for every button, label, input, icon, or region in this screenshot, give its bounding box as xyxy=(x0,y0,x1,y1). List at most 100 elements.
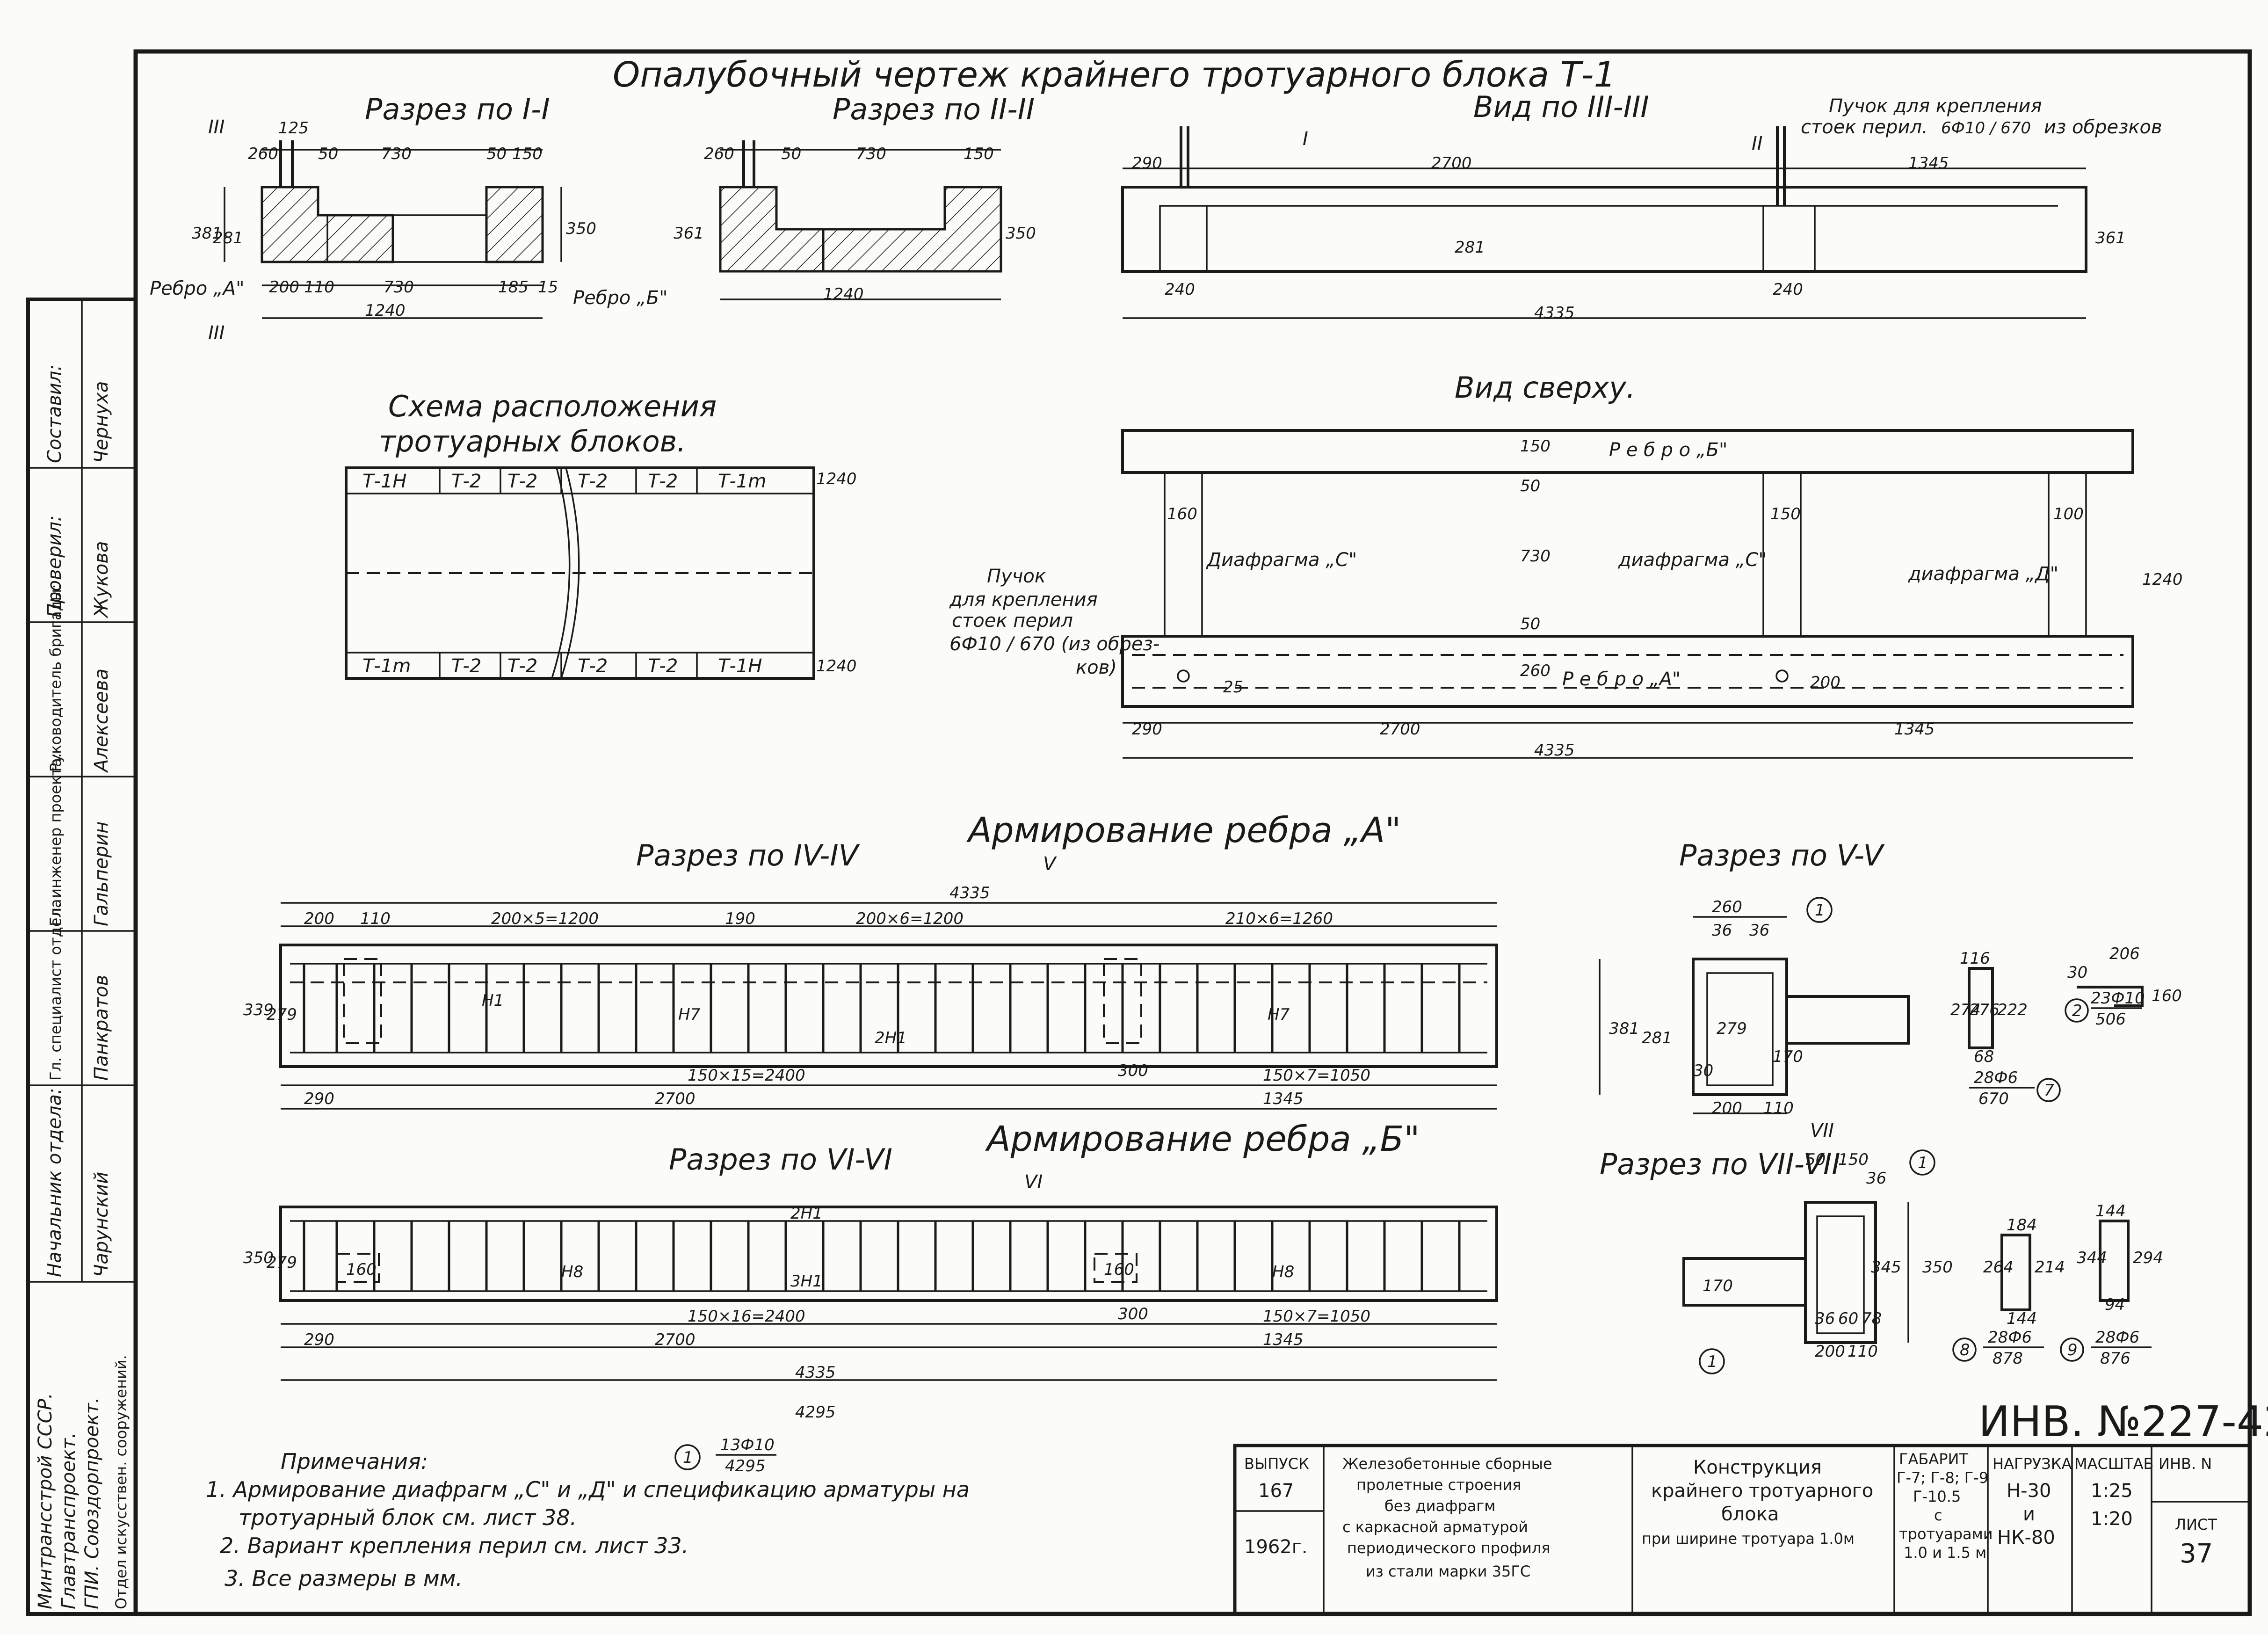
dimt-50a: 50 xyxy=(1520,477,1540,495)
section-1-1: Разрез по I-I 125 260 50 730 50 150 381 … xyxy=(150,92,668,344)
arm-b-s2: 150×7=1050 xyxy=(1263,1307,1370,1326)
tb-name-2: крайнего тротуарного xyxy=(1651,1480,1873,1502)
dim-281: 281 xyxy=(213,229,243,247)
dimt-4335: 4335 xyxy=(1534,741,1575,760)
section-2-2-title: Разрез по II-II xyxy=(833,92,1035,126)
s5-36b: 36 xyxy=(1749,921,1769,940)
tb-gab-5: 1.0 и 1.5 м xyxy=(1904,1544,1986,1562)
b7-116: 116 xyxy=(1960,949,1990,968)
sec7-title: Разрез по VII-VII xyxy=(1600,1147,1840,1181)
dim3-361: 361 xyxy=(2095,229,2126,247)
dimt-260: 260 xyxy=(1520,661,1551,680)
bundle-top-line2: стоек перил. xyxy=(1801,116,1928,138)
dim2-350: 350 xyxy=(1006,224,1036,243)
s5-30: 30 xyxy=(1693,1061,1713,1080)
cut-mark-2: II xyxy=(1752,133,1763,154)
s7-36: 36 xyxy=(1866,1169,1886,1188)
mark2-spec: 23Ф10 xyxy=(2091,989,2145,1008)
bundle-left-2: для крепления xyxy=(949,589,1098,610)
dimt-200: 200 xyxy=(1810,673,1840,692)
cut-mark-7: VII xyxy=(1810,1120,1834,1141)
scheme-edge-dim-top: 1240 xyxy=(816,470,857,488)
b8-264: 264 xyxy=(1983,1258,2014,1277)
tb-name-1: Конструкция xyxy=(1693,1457,1822,1478)
arm-b-2700: 2700 xyxy=(655,1330,696,1349)
title-block: ИНВ. №227-42 ВЫПУСК 167 1962г. Железобет… xyxy=(1233,1397,2268,1616)
dimt-1345: 1345 xyxy=(1894,720,1935,739)
scheme-top-5: Т-2 xyxy=(648,471,678,492)
scheme-bot-3: Т-2 xyxy=(507,655,537,677)
dim-50b: 50 xyxy=(486,145,507,163)
mark9-spec: 28Ф6 xyxy=(2095,1328,2139,1347)
dim-730b: 730 xyxy=(384,278,414,297)
arm-a-110: 110 xyxy=(360,909,391,928)
scheme-title-2: тротуарных блоков. xyxy=(379,424,686,458)
arm-a-n1: Н1 xyxy=(482,991,504,1010)
stamp-name-4: Гальперин xyxy=(91,821,112,926)
cut-mark-3a: III xyxy=(208,116,225,138)
dim-260: 260 xyxy=(248,145,278,163)
tb-scale-1: 1:25 xyxy=(2091,1480,2133,1502)
arm-b-3h1: 3Н1 xyxy=(790,1272,823,1291)
s5-381: 381 xyxy=(1609,1019,1639,1038)
mark7-spec: 28Ф6 xyxy=(1974,1068,2018,1087)
b9-294: 294 xyxy=(2133,1249,2163,1267)
tb-sheet-label: ЛИСТ xyxy=(2175,1516,2217,1533)
dim-185: 185 xyxy=(498,278,529,297)
s5-110: 110 xyxy=(1763,1099,1794,1118)
s7-78: 78 xyxy=(1862,1309,1882,1328)
s5-260: 260 xyxy=(1712,898,1742,916)
scheme-bot-4: Т-2 xyxy=(578,655,608,677)
tb-load-label: НАГРУЗКА xyxy=(1993,1455,2072,1473)
stamp-role-6: Начальник отдела: xyxy=(44,1088,65,1278)
bundle-left-3: стоек перил xyxy=(952,610,1073,632)
b7-68: 68 xyxy=(1974,1047,1994,1066)
b2-30: 30 xyxy=(2067,963,2087,982)
s7-350: 350 xyxy=(1922,1258,1953,1277)
b9-94: 94 xyxy=(2105,1295,2125,1314)
note-1a: 1. Армирование диафрагм „С" и „Д" и спец… xyxy=(206,1477,970,1502)
arm-b-n8: Н8 xyxy=(561,1263,583,1281)
tb-gab-4: тротуарами xyxy=(1899,1525,1993,1543)
dim2-260: 260 xyxy=(704,145,734,163)
arm-a-n2h1: 2Н1 xyxy=(875,1029,907,1047)
s7-200: 200 xyxy=(1815,1342,1845,1361)
section-7-7: Разрез по VII-VII 50 150 36 350 345 170 … xyxy=(1600,1120,1953,1361)
mark7-no: 7 xyxy=(2044,1081,2054,1100)
stamp-org-2: Главтранспроект. xyxy=(58,1432,80,1609)
bundle-left-4: 6Ф10 / 670 (из обрез- xyxy=(949,633,1159,655)
stamp-role-4: Гл. инженер проекта: xyxy=(47,753,65,927)
rib-a-top-label: Р е б р о „А" xyxy=(1562,669,1681,690)
stamp-org-3: ГПИ. Союздорпроект. xyxy=(81,1397,103,1609)
b8-184: 184 xyxy=(2007,1216,2037,1235)
sec6-title: Разрез по VI-VI xyxy=(669,1142,892,1177)
stamp-role-1: Составил: xyxy=(44,364,65,463)
cut-mark-3b: III xyxy=(208,322,225,344)
dim-125: 125 xyxy=(278,119,309,138)
top-view: Вид сверху. Р е б р о „Б" Р е б р о „А" … xyxy=(949,371,2183,760)
arm-a-n7b: Н7 xyxy=(1268,1005,1290,1024)
top-view-title: Вид сверху. xyxy=(1455,371,1636,405)
arm-b-title: Армирование ребра „Б" xyxy=(985,1119,1420,1159)
arm-a-290: 290 xyxy=(304,1090,334,1108)
arm-a-s2: 200×6=1200 xyxy=(856,909,964,928)
b7-222: 222 xyxy=(1997,1001,2028,1019)
diaphragm-c2: диафрагма „С" xyxy=(1618,549,1767,571)
b9-144: 144 xyxy=(2095,1202,2126,1221)
dim3-290: 290 xyxy=(1132,154,1162,173)
bundle-top-line1: Пучок для крепления xyxy=(1829,95,2042,117)
stamp-name-1: Чернуха xyxy=(91,381,112,463)
s5-281: 281 xyxy=(1642,1029,1672,1047)
mark9-no: 9 xyxy=(2067,1341,2078,1359)
tb-gab-3: с xyxy=(1934,1506,1942,1524)
cut-mark-1: I xyxy=(1303,128,1308,150)
mark1-no: 1 xyxy=(683,1448,693,1467)
stirrups-a xyxy=(303,964,1461,1053)
tb-year: 1962г. xyxy=(1244,1536,1308,1558)
tb-load-2: и xyxy=(2023,1504,2035,1525)
stamp-name-6: Чарунский xyxy=(91,1172,112,1277)
mark1-len: 4295 xyxy=(725,1457,766,1475)
bundle-top-line3: из обрезков xyxy=(2044,116,2162,138)
s5-170: 170 xyxy=(1773,1047,1803,1066)
dim3-281: 281 xyxy=(1455,238,1485,257)
